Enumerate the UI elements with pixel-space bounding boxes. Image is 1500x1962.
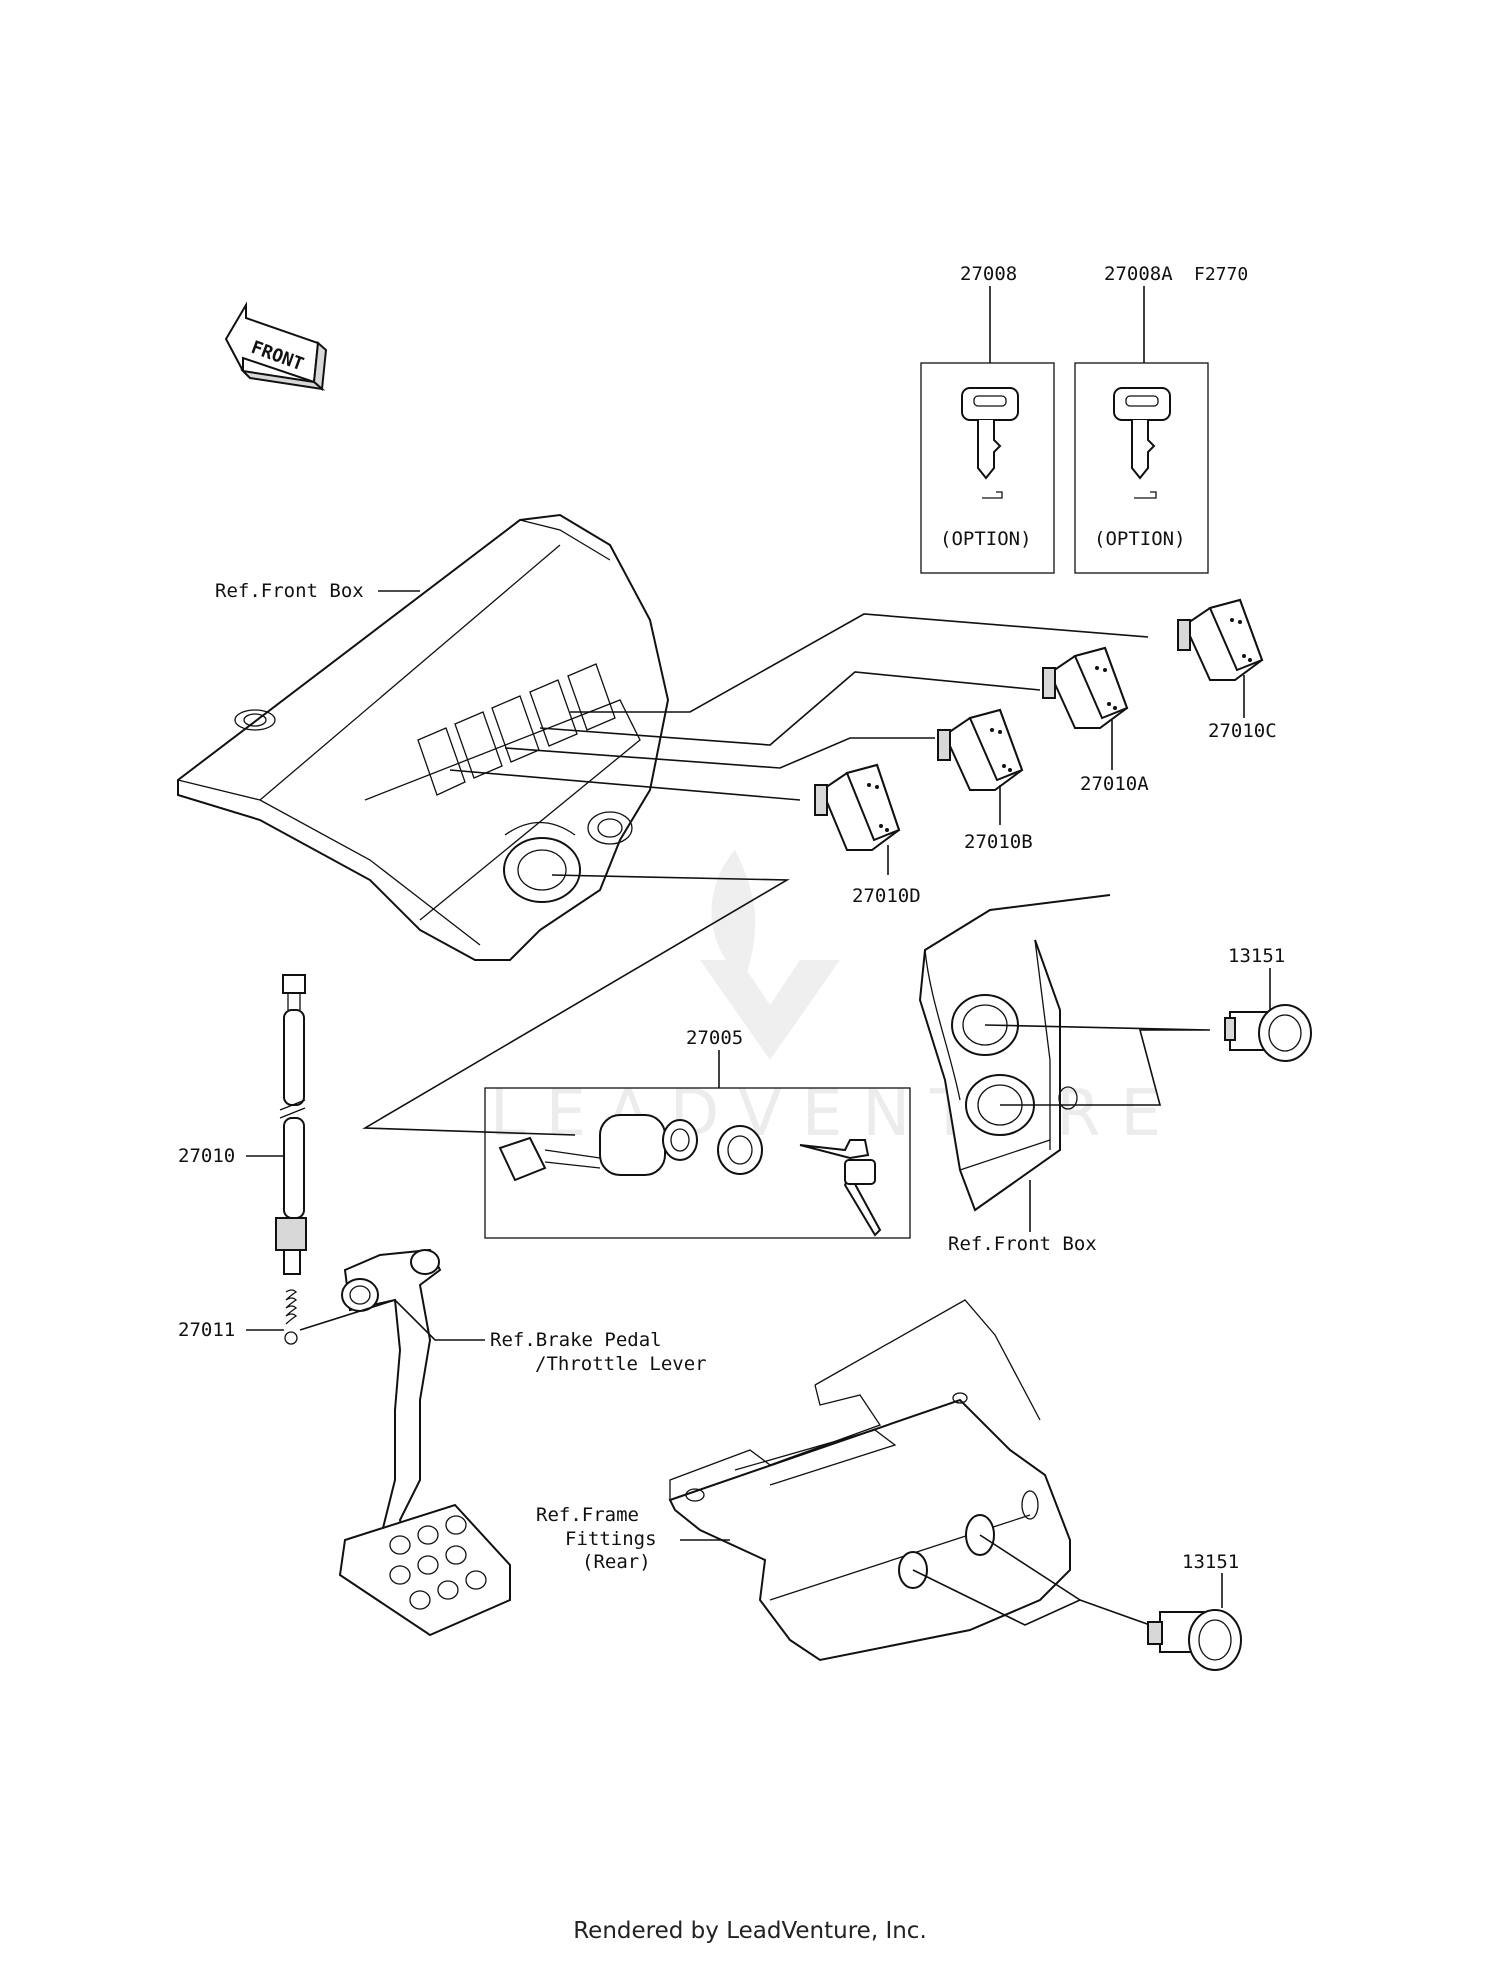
ignition-switch-label: 27005 [686,1027,743,1049]
ref-brake-pedal-line2: /Throttle Lever [535,1353,707,1375]
key-a-part-number: 27008 [960,263,1017,285]
front-arrow-icon: FRONT [224,301,328,392]
brake-pedal [338,1248,511,1637]
socket-top-label: 13151 [1228,945,1285,967]
ignition-keys-icon [799,1139,882,1237]
key-a-option: (OPTION) [940,528,1032,550]
brake-switch-label: 27010 [178,1145,235,1167]
dash-switch-slots [417,663,616,796]
brake-spring-27011 [284,1289,298,1345]
brake-switch-27010 [275,974,307,1275]
rocker-switch-27010A [1042,646,1129,770]
ref-frame-line1: Ref.Frame [536,1504,639,1526]
footer-credit: Rendered by LeadVenture, Inc. [573,1918,927,1944]
ref-brake-pedal-line1: Ref.Brake Pedal [490,1329,662,1351]
ref-front-box-right: Ref.Front Box [948,1233,1097,1255]
ref-frame-line3: (Rear) [582,1551,651,1573]
ref-frame-line2: Fittings [565,1528,657,1550]
switch-b-label: 27010B [964,831,1033,853]
switch-a-label: 27010A [1080,773,1149,795]
ref-front-box-top: Ref.Front Box [215,580,364,602]
front-box-right-panel [918,894,1111,1212]
rear-frame-fittings [668,1299,1071,1662]
ignition-switch-box [484,1087,911,1239]
rocker-switch-27010C [1177,598,1264,718]
diagram-code: F2770 [1194,264,1248,285]
front-box-dashboard [177,513,670,961]
key-27008: 27008 (OPTION) [920,263,1055,574]
rocker-switch-27010B [937,708,1024,825]
socket-bottom-label: 13151 [1182,1551,1239,1573]
key-b-icon [1113,387,1171,499]
key-a-icon [961,387,1019,499]
brake-spring-label: 27011 [178,1319,235,1341]
switch-leader-lines [449,613,1149,801]
switch-c-label: 27010C [1208,720,1277,742]
rocker-switch-27010D [814,763,901,875]
key-a-box [920,362,1055,574]
power-socket-bottom [1147,1573,1242,1671]
switch-d-label: 27010D [852,885,921,907]
key-b-part-number: 27008A [1104,263,1173,285]
power-socket-top [1224,968,1312,1062]
ignition-switch-assembly: 27005 [484,1027,911,1239]
key-27008A: 27008A (OPTION) [1074,263,1209,574]
dash-ignition-boss [503,837,581,903]
key-b-box [1074,362,1209,574]
key-b-option: (OPTION) [1094,528,1186,550]
